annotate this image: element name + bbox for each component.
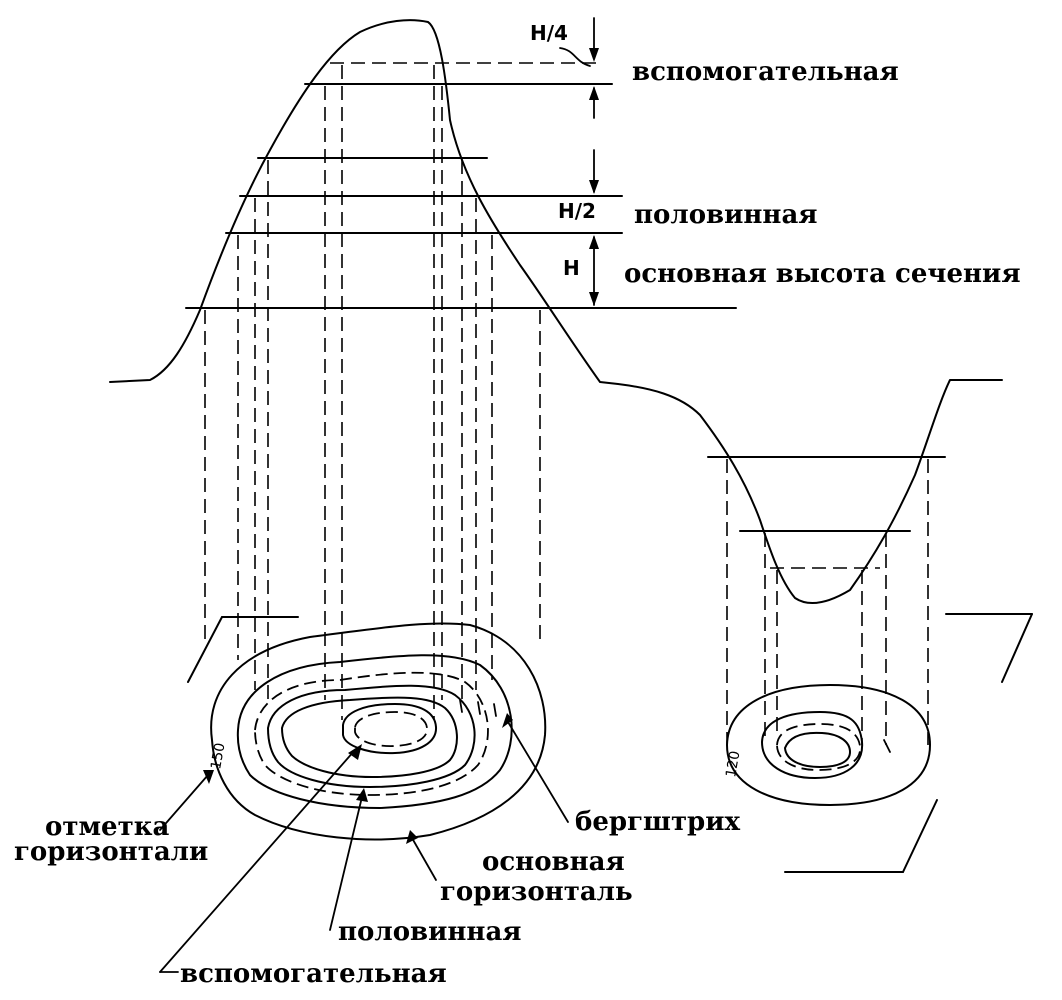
depression-contour-outer: [726, 684, 931, 806]
hill-contour-main: [210, 622, 547, 841]
label-polovinnaya-bottom: половинная: [338, 917, 522, 947]
map-frame: [187, 613, 1033, 873]
hill-contour-3: [267, 684, 476, 788]
label-bergshtrih: бергштрих: [575, 807, 741, 837]
depression-bergshtrih: [883, 739, 891, 753]
hill-contour-half: [254, 671, 489, 796]
label-vspomogatelnaya-bottom: вспомогательная: [180, 959, 447, 989]
label-gorizontal: горизонталь: [440, 877, 633, 907]
label-vspomogatelnaya-top: вспомогательная: [632, 57, 899, 87]
pointer-lines: [159, 713, 569, 973]
label-mark-150: 150: [208, 742, 228, 771]
depression-contours: [726, 684, 931, 806]
projection-lines-mountain: [204, 65, 541, 720]
hill-contour-2: [236, 654, 513, 809]
hill-contour-4: [281, 696, 458, 778]
label-polovinnaya-top: половинная: [634, 200, 818, 230]
hill-contour-top: [342, 703, 438, 755]
depression-contour-mid: [761, 711, 864, 779]
label-h2: H/2: [558, 199, 596, 223]
label-otmetka: отметка: [45, 812, 169, 842]
label-osnovnaya-vysota: основная высота сечения: [624, 259, 1021, 289]
label-h4: H/4: [530, 21, 568, 45]
label-mark-120: 120: [723, 750, 743, 779]
depression-contour-inner: [776, 723, 861, 771]
projection-lines-depression: [726, 459, 929, 745]
dimension-arrows: [559, 17, 599, 306]
label-h: H: [563, 256, 580, 280]
terrain-profile-line: [109, 19, 1003, 605]
label-osnovnaya: основная: [482, 847, 625, 877]
label-gorizontali: горизонтали: [14, 837, 208, 867]
hill-contour-aux: [354, 711, 428, 747]
hill-contours: [210, 622, 547, 841]
bergshtrih-ticks: [459, 699, 497, 717]
depression-contour-bottom: [784, 731, 851, 768]
